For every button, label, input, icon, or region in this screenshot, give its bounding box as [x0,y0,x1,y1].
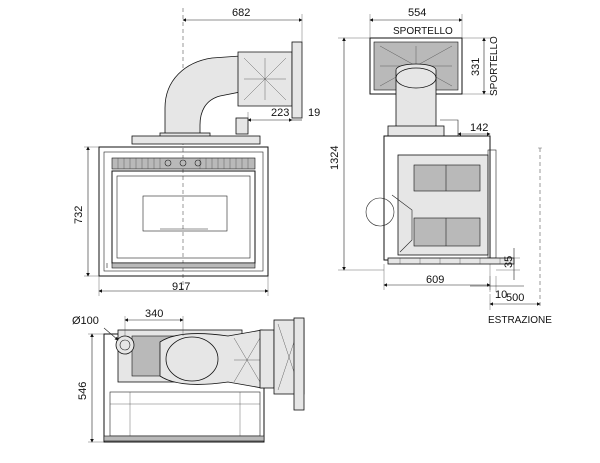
front-firebox-window [142,195,228,232]
dim-554: 554 [408,7,426,19]
dim-609: 609 [426,274,444,286]
dim-19: 19 [308,107,320,119]
dim-546: 546 [77,382,89,400]
front-bottom-grille [111,262,256,269]
dim-142: 142 [470,122,488,134]
label-estrazione: ESTRAZIONE [488,315,552,326]
dim-223: 223 [271,107,289,119]
front-door [111,170,256,264]
front-flue-bracket [235,117,249,135]
front-flue-flange [291,41,303,119]
dim-10: 10 [495,289,507,301]
dim-340: 340 [145,308,163,320]
front-glass [116,175,251,259]
plan-air-intake [115,335,135,355]
side-lower-chamber [413,217,481,247]
front-outer-frame [98,146,269,277]
label-sportello-side: SPORTELLO [489,36,500,96]
side-base-rail [387,257,515,265]
front-grille [111,157,256,170]
side-upper-chamber [413,164,481,192]
dim-732: 732 [73,206,85,224]
dim-682: 682 [232,7,250,19]
plan-flange-plate [293,317,305,411]
top-view: Ø100 340 546 [72,308,305,443]
dim-917: 917 [172,281,190,293]
front-top-plate [131,135,261,145]
label-sportello-top: SPORTELLO [393,26,453,37]
dim-1324: 1324 [329,146,341,170]
side-view: 554 SPORTELLO 331 SPORTELLO 1324 142 609… [329,7,552,326]
front-view: 682 223 19 732 917 [73,7,320,296]
dim-35: 35 [503,256,515,268]
front-flue-elbow [164,55,241,136]
plan-drawer [109,391,261,437]
dim-331: 331 [470,58,482,76]
dim-diameter-100: Ø100 [72,315,99,327]
dim-500: 500 [506,292,524,304]
